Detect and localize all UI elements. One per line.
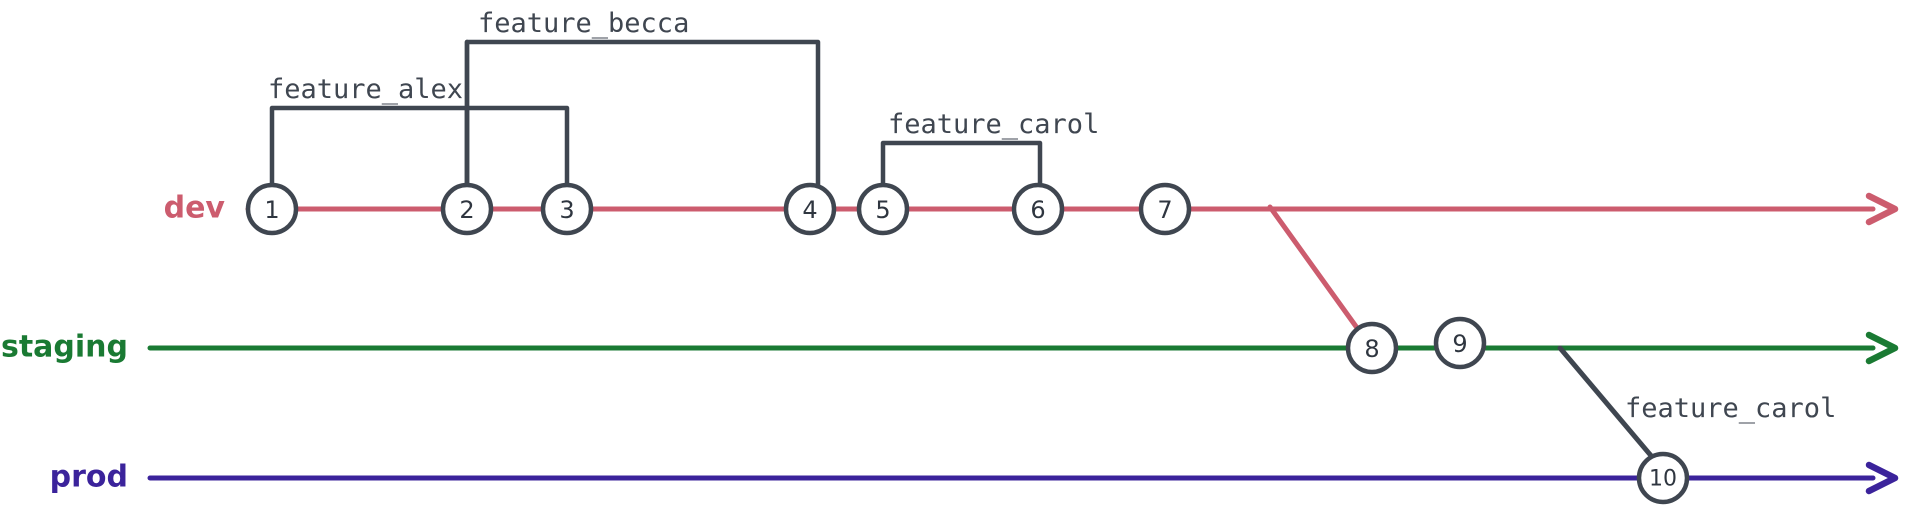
merge-dev-to-staging [1267,204,1363,335]
commit-circle-3[interactable] [540,182,594,236]
feature-becca-bracket-path [464,39,821,189]
branch-arrow-staging-glyph [1865,331,1899,365]
commit-node-6[interactable]: 6 [1011,182,1065,236]
feature-alex-bracket-path [269,105,570,189]
commit-circle-6[interactable] [1011,182,1065,236]
feature-becca-label: feature_becca [478,8,689,39]
commit-number-3: 3 [559,196,574,224]
branch-prod: prod [50,460,1899,495]
branch-label-staging: staging [1,330,128,365]
commit-circle-7[interactable] [1138,182,1192,236]
merge-line-dev-to-staging [1267,204,1363,335]
branch-arrow-dev [1865,192,1899,226]
commit-node-8[interactable]: 8 [1345,321,1399,375]
feature-carol-bracket-path [880,140,1043,189]
merge-staging-to-prod: feature_carol [1557,345,1836,461]
commit-number-8: 8 [1364,335,1379,363]
commit-number-7: 7 [1157,196,1172,224]
feature-becca-bracket: feature_becca [464,8,821,189]
commit-number-9: 9 [1452,330,1467,358]
commit-node-10[interactable]: 10 [1636,451,1690,505]
commit-number-10: 10 [1649,467,1677,492]
commit-circle-1[interactable] [245,182,299,236]
commit-number-1: 1 [264,196,279,224]
feature-alex-bracket: feature_alex [268,74,570,189]
commit-circle-4[interactable] [783,182,837,236]
merge-label-staging-to-prod: feature_carol [1625,393,1836,424]
commit-node-4[interactable]: 4 [783,182,837,236]
commit-circle-8[interactable] [1345,321,1399,375]
feature-carol-bracket: feature_carol [880,109,1099,189]
branch-arrow-dev-glyph [1865,192,1899,226]
commit-number-4: 4 [802,196,817,224]
commit-node-2[interactable]: 2 [440,182,494,236]
feature-alex-label: feature_alex [268,74,463,105]
commit-node-9[interactable]: 9 [1433,316,1487,370]
commit-node-1[interactable]: 1 [245,182,299,236]
commit-number-5: 5 [875,196,890,224]
commit-circle-9[interactable] [1433,316,1487,370]
commit-node-7[interactable]: 7 [1138,182,1192,236]
branch-arrow-prod-glyph [1865,461,1899,495]
merge-line-staging-to-prod [1557,345,1656,461]
branch-arrow-staging [1865,331,1899,365]
feature-carol-label: feature_carol [888,109,1099,140]
commit-node-5[interactable]: 5 [856,182,910,236]
commit-node-3[interactable]: 3 [540,182,594,236]
commit-circle-5[interactable] [856,182,910,236]
branch-staging: staging [1,330,1899,365]
commit-circle-10[interactable] [1636,451,1690,505]
commit-number-6: 6 [1030,196,1045,224]
branch-label-dev: dev [164,191,226,226]
commit-circle-2[interactable] [440,182,494,236]
commit-number-2: 2 [459,196,474,224]
branch-arrow-prod [1865,461,1899,495]
branch-label-prod: prod [50,460,128,495]
